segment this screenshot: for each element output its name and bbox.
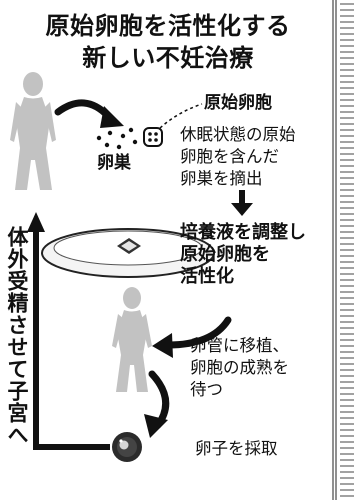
arrow-to-ovary-head <box>100 106 124 128</box>
diagram-title-line2: 新しい不妊治療 <box>82 44 254 72</box>
ovary-icon <box>143 127 163 147</box>
step-1-line: 卵巣を摘出 <box>180 169 263 188</box>
ovum-icon <box>112 432 142 462</box>
primordial-follicle-label: 原始卵胞 <box>204 93 272 113</box>
diagram-title-line1: 原始卵胞を活性化する <box>45 12 291 40</box>
step-4-line: 卵子を採取 <box>195 439 278 458</box>
right-hatch <box>340 3 354 497</box>
step-3-text: 卵管に移植、 卵胞の成熟を 待つ <box>190 335 289 401</box>
step-2-line: 活性化 <box>180 266 234 287</box>
step-3-line: 卵胞の成熟を <box>190 358 289 377</box>
step-4-text: 卵子を採取 <box>195 438 278 460</box>
step-1-line: 卵胞を含んだ <box>180 147 279 166</box>
step-2-text: 培養液を調整し 原始卵胞を 活性化 <box>180 222 306 288</box>
step-1-text: 休眠状態の原始 卵胞を含んだ 卵巣を摘出 <box>180 124 296 190</box>
petri-dish-icon <box>41 228 215 278</box>
woman-figure-top <box>10 72 56 190</box>
follicle-leader-line <box>159 103 203 129</box>
step-2-line: 培養液を調整し <box>180 222 306 243</box>
arrow-to-transplant-head <box>152 333 173 358</box>
step-3-line: 卵管に移植、 <box>190 336 289 355</box>
step-2-line: 原始卵胞を <box>180 244 270 265</box>
arrow-to-ovary <box>54 99 112 120</box>
ivf-side-label: 体外受精させて子宮へ <box>5 226 29 446</box>
arrow-to-egg-head <box>144 414 168 438</box>
return-arrow-head <box>27 212 45 232</box>
return-arrow <box>33 230 110 450</box>
right-border <box>332 0 337 500</box>
ovary-label: 卵巣 <box>97 153 131 173</box>
step-3-line: 待つ <box>190 380 223 399</box>
follicle-dots <box>96 127 138 150</box>
arrow-down-step <box>231 190 253 216</box>
arrow-to-transplant <box>164 316 232 349</box>
woman-figure-middle <box>112 287 152 392</box>
step-1-line: 休眠状態の原始 <box>180 125 296 144</box>
